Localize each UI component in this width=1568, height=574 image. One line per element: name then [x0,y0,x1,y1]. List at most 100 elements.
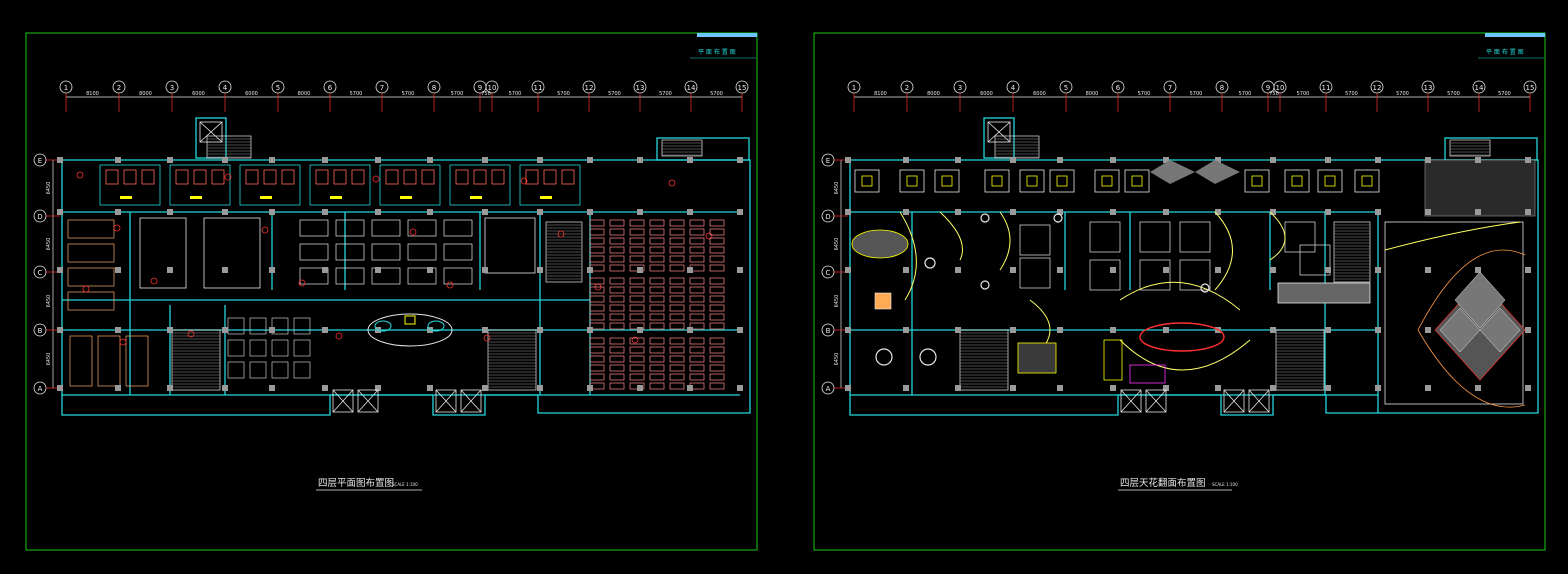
column [845,327,851,333]
column [1010,209,1016,215]
column [322,385,328,391]
chair [105,169,119,185]
desk [609,255,625,263]
desk [649,382,665,390]
column [1110,327,1116,333]
column [167,327,173,333]
column [482,327,488,333]
bay-dimension-label: 8100 [86,91,99,97]
desk [689,364,705,372]
grid-row-letter: A [38,385,43,393]
meeting-table [443,267,473,285]
ceiling-light-box [1244,169,1270,193]
desk [589,313,605,321]
door-swing [76,171,84,179]
desk [669,346,685,354]
desk [689,346,705,354]
column [845,157,851,163]
meeting-table [443,243,473,261]
chair [123,169,137,185]
light-fixture [1361,175,1373,187]
column [903,267,909,273]
desk [709,277,725,285]
light-fixture [1026,175,1038,187]
room-tag [120,196,132,199]
grid-axis-number: 7 [380,84,384,92]
office-room [99,164,161,206]
meeting-table [407,243,437,261]
desk [689,277,705,285]
desk [589,355,605,363]
column [587,267,593,273]
ceiling-light-box [1354,169,1380,193]
column [167,267,173,273]
desk [609,264,625,272]
desk [589,295,605,303]
desk [649,286,665,294]
column [1425,327,1431,333]
bay-dimension-label: 5700 [451,91,464,97]
column [1110,209,1116,215]
grid-axis-number: 6 [328,84,333,92]
desk [589,337,605,345]
meeting-table [407,219,437,237]
column [737,385,743,391]
desk [669,295,685,303]
ceiling-light-box [1094,169,1120,193]
meeting-table [335,243,365,261]
desk [589,364,605,372]
bed-unit [97,335,121,387]
chair [385,169,399,185]
desk [629,355,645,363]
ceiling-light-box [934,169,960,193]
column [537,385,543,391]
chair [525,169,539,185]
title-block-bar [697,33,757,37]
grid-axis-number: 4 [1011,84,1016,92]
chair [561,169,575,185]
desk [669,355,685,363]
grid-axis-number: 8 [1220,84,1224,92]
desk [649,264,665,272]
grid-axis-number: 8 [432,84,436,92]
chair [421,169,435,185]
meeting-table [407,267,437,285]
column [737,327,743,333]
desk [689,237,705,245]
desk [589,286,605,294]
ceiling-grid-panel [1089,259,1121,291]
desk [609,246,625,254]
desk [649,355,665,363]
grid-row-letter: B [826,327,831,335]
column [845,385,851,391]
grid-axis-number: 9 [1266,84,1270,92]
column [1057,327,1063,333]
door-swing [335,332,343,340]
grid-axis-number: 4 [223,84,228,92]
column [482,385,488,391]
desk [609,346,625,354]
bed-unit [125,335,149,387]
door-swing [261,226,269,234]
column [1057,267,1063,273]
row-dimension-label: 6450 [834,182,840,195]
toilet-block [484,217,536,274]
desk [649,277,665,285]
grid-axis-number: 2 [905,84,909,92]
office-room [239,164,301,206]
desk [709,364,725,372]
ceiling-light-box [984,169,1010,193]
sheet-frame [813,32,1546,551]
column [1215,267,1221,273]
column [1270,157,1276,163]
row-dimension-label: 6450 [46,182,52,195]
column [1475,267,1481,273]
desk [629,286,645,294]
desk [629,277,645,285]
desk [629,337,645,345]
desk [589,255,605,263]
ceiling-light-box [899,169,925,193]
column [269,267,275,273]
